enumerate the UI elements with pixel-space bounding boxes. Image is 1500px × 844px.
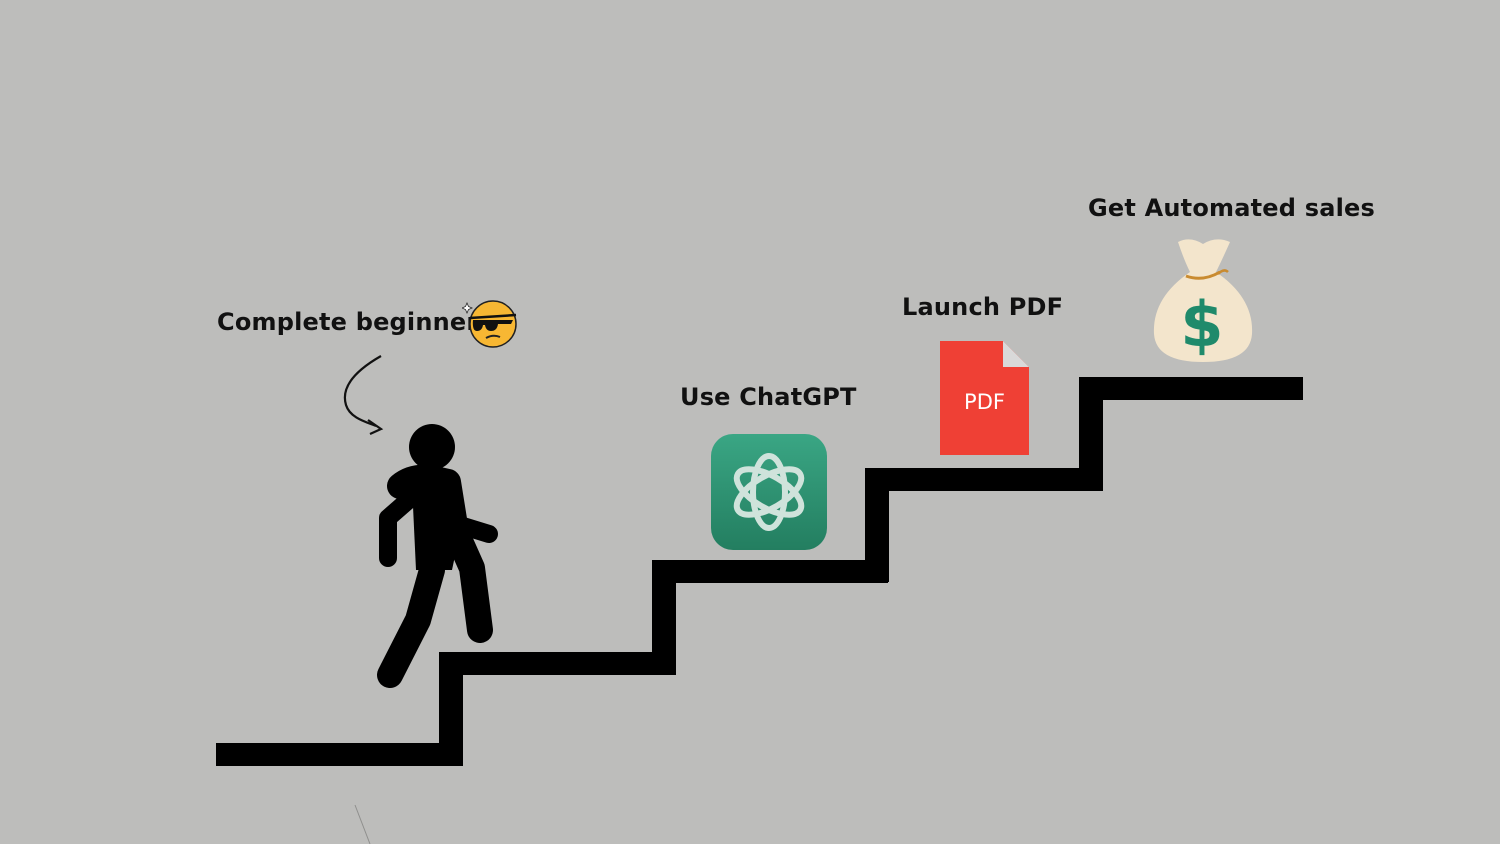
walking-person-icon — [377, 424, 498, 688]
pdf-icon-text: PDF — [964, 390, 1005, 414]
step-label-beginner: Complete beginner — [217, 308, 479, 336]
stair-tread-3 — [652, 560, 888, 583]
step-label-pdf: Launch PDF — [902, 293, 1064, 321]
pdf-file-icon — [940, 341, 1029, 455]
stair-tread-4 — [865, 468, 1102, 491]
cool-face-sunglasses-icon — [462, 300, 517, 348]
step-label-sales: Get Automated sales — [1088, 194, 1375, 222]
chatgpt-logo-icon — [711, 434, 827, 550]
money-bag-icon: $ — [1153, 239, 1253, 362]
faint-line — [354, 804, 371, 844]
curved-arrow-icon — [343, 355, 384, 435]
dollar-sign: $ — [1180, 288, 1223, 361]
stair-tread-2 — [439, 652, 676, 675]
stair-tread-1 — [216, 743, 462, 766]
stair-tread-5 — [1079, 377, 1303, 400]
step-label-chatgpt: Use ChatGPT — [680, 383, 857, 411]
